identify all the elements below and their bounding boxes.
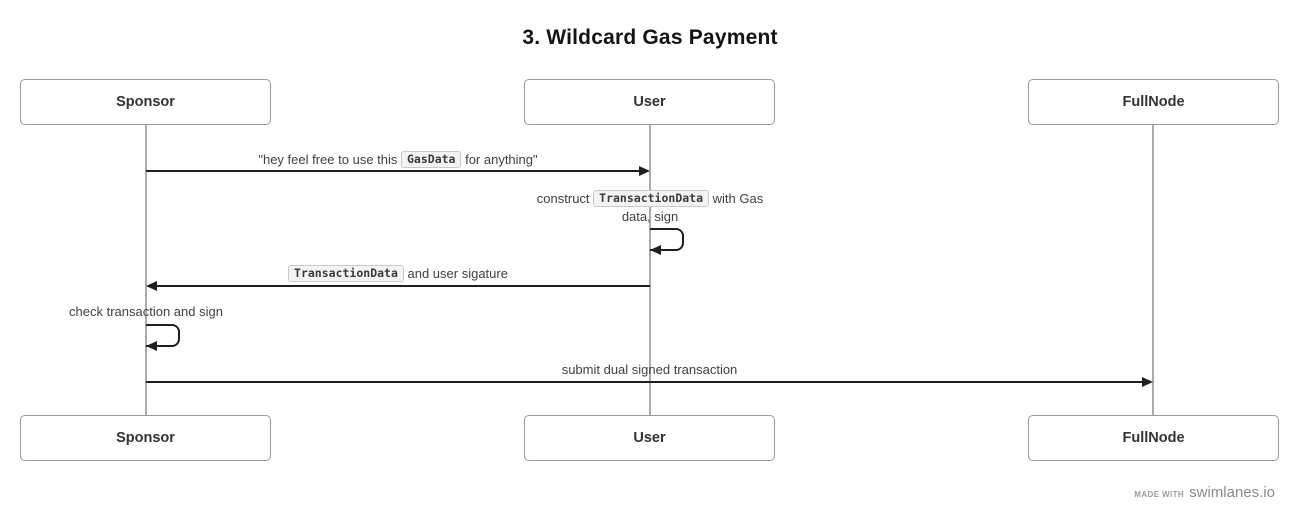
message-3-arrow	[156, 285, 650, 287]
code-chip-transactiondata: TransactionData	[288, 265, 404, 282]
footer: MADE WITH swimlanes.io	[1134, 484, 1275, 501]
actor-label: Sponsor	[116, 94, 175, 110]
code-chip-gasdata: GasData	[401, 151, 462, 168]
actor-box-fullnode-bottom: FullNode	[1028, 415, 1279, 461]
actor-label: User	[633, 430, 666, 446]
message-4-self-loop	[146, 324, 180, 347]
actor-label: Sponsor	[116, 430, 175, 446]
actor-box-fullnode-top: FullNode	[1028, 79, 1279, 125]
message-5-arrow	[146, 381, 1143, 383]
message-4-arrowhead	[146, 341, 157, 351]
message-4-label: check transaction and sign	[26, 303, 266, 321]
actor-box-sponsor-top: Sponsor	[20, 79, 271, 125]
message-3-label: TransactionData and user sigature	[146, 265, 650, 283]
actor-box-user-top: User	[524, 79, 775, 125]
swimlanes-brand-link[interactable]: swimlanes.io	[1189, 484, 1275, 501]
message-2-label: construct TransactionData with Gas data,…	[530, 190, 770, 226]
message-1-text-pre: "hey feel free to use this	[258, 152, 401, 167]
lifeline-fullnode	[1152, 125, 1154, 415]
actor-box-user-bottom: User	[524, 415, 775, 461]
actor-box-sponsor-bottom: Sponsor	[20, 415, 271, 461]
actor-label: FullNode	[1122, 430, 1185, 446]
message-1-label: "hey feel free to use this GasData for a…	[146, 151, 650, 169]
message-2-arrowhead	[650, 245, 661, 255]
diagram-title: 3. Wildcard Gas Payment	[522, 26, 778, 49]
message-3-text-post: and user sigature	[403, 266, 508, 281]
message-5-arrowhead	[1142, 377, 1153, 387]
message-1-arrow	[146, 170, 640, 172]
code-chip-transactiondata: TransactionData	[593, 190, 710, 207]
message-5-label: submit dual signed transaction	[146, 361, 1153, 379]
lifeline-user	[649, 125, 651, 415]
message-5-text: submit dual signed transaction	[561, 362, 738, 377]
actor-label: User	[633, 94, 666, 110]
message-2-self-loop	[650, 228, 684, 251]
message-3-arrowhead	[146, 281, 157, 291]
actor-label: FullNode	[1122, 94, 1185, 110]
message-2-text-pre: construct	[536, 191, 594, 206]
message-2-text-post: with Gas data, sign	[621, 191, 764, 224]
message-4-text: check transaction and sign	[69, 304, 223, 319]
message-1-text-post: for anything"	[461, 152, 538, 167]
made-with-label: MADE WITH	[1134, 490, 1185, 499]
message-1-arrowhead	[639, 166, 650, 176]
lifeline-sponsor	[145, 125, 147, 415]
